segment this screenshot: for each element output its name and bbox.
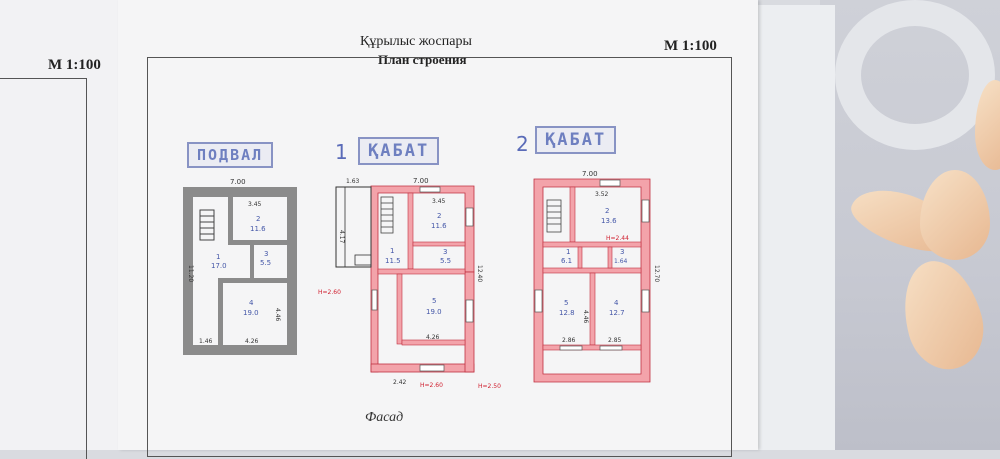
floor2-dim: 4.46 bbox=[582, 310, 589, 324]
floor2-room-area: 12.8 bbox=[559, 309, 575, 317]
floor2-dim: 2.86 bbox=[562, 337, 576, 344]
floor2-height-mark: Н=2.44 bbox=[606, 235, 629, 242]
floor2-number: 2 bbox=[516, 132, 529, 156]
left-sheet-frame bbox=[0, 78, 87, 459]
floor1-plan: 7.00 1.63 3.45 4.17 12.40 4.26 2.42 1 11… bbox=[318, 177, 501, 390]
scale-label-right: M 1:100 bbox=[664, 38, 717, 54]
basement-dim: 3.45 bbox=[248, 201, 262, 208]
floor2-dim: 7.00 bbox=[582, 170, 598, 178]
basement-room-num: 4 bbox=[249, 299, 254, 307]
main-sheet bbox=[118, 0, 758, 450]
floor1-dim: 12.40 bbox=[476, 265, 483, 282]
floor1-dim: 2.42 bbox=[393, 379, 407, 386]
title-ru: План строения bbox=[378, 52, 467, 67]
floor1-room-area: 11.5 bbox=[385, 257, 401, 265]
basement-room-num: 2 bbox=[256, 215, 260, 223]
floor1-number: 1 bbox=[335, 140, 348, 164]
floor2-room-area: 6.1 bbox=[561, 257, 572, 265]
basement-room-area: 17.0 bbox=[211, 262, 227, 270]
floor1-dim: 4.17 bbox=[338, 230, 345, 244]
floor2-room-area: 13.6 bbox=[601, 217, 617, 225]
floor2-room-area: 12.7 bbox=[609, 309, 625, 317]
floor2-dim: 12.70 bbox=[653, 265, 660, 282]
floor2-dim: 3.52 bbox=[595, 191, 609, 198]
floor1-dim: 4.26 bbox=[426, 334, 440, 341]
floor1-room-area: 11.6 bbox=[431, 222, 447, 230]
floor1-dim: 1.63 bbox=[346, 178, 360, 185]
floor1-dim: 3.45 bbox=[432, 198, 446, 205]
basement-dim: 4.26 bbox=[245, 338, 259, 345]
scale-label-left: M 1:100 bbox=[48, 57, 101, 73]
title-kz: Құрылыс жоспары bbox=[360, 34, 472, 49]
basement-room-area: 19.0 bbox=[243, 309, 259, 317]
basement-room-area: 5.5 bbox=[260, 259, 271, 267]
floor1-height-mark: Н=2.60 bbox=[420, 382, 443, 389]
stamp-floor1: ҚАБАТ bbox=[358, 137, 440, 165]
floor2-room-num: 4 bbox=[614, 299, 619, 307]
floor2-room-num: 3 bbox=[620, 248, 624, 256]
stamp-basement: ПОДВАЛ bbox=[187, 142, 274, 168]
floor1-room-num: 1 bbox=[390, 247, 394, 255]
basement-dim: 4.46 bbox=[274, 308, 281, 322]
basement-room-area: 11.6 bbox=[250, 225, 266, 233]
floor1-room-num: 2 bbox=[437, 212, 441, 220]
stamp-floor2: ҚАБАТ bbox=[535, 126, 617, 154]
floor2-room-num: 2 bbox=[605, 207, 609, 215]
floor1-dim: 7.00 bbox=[413, 177, 429, 185]
floor1-room-num: 5 bbox=[432, 297, 436, 305]
floor2-room-area: 1.64 bbox=[614, 258, 628, 265]
floor2-room-num: 1 bbox=[566, 248, 570, 256]
floor1-room-area: 19.0 bbox=[426, 308, 442, 316]
left-sheet bbox=[0, 0, 125, 459]
basement-dim: 11.20 bbox=[187, 265, 194, 282]
basement-dim: 1.46 bbox=[199, 338, 213, 345]
floor2-plan: 7.00 3.52 12.70 2.86 2.85 4.46 2 13.6 1 … bbox=[533, 170, 660, 383]
floor2-room-num: 5 bbox=[564, 299, 568, 307]
basement-dim: 7.00 bbox=[230, 178, 246, 186]
basement-room-num: 3 bbox=[264, 250, 268, 258]
basement-plan: 7.00 3.45 11.20 4.46 4.26 1.46 2 11.6 1 … bbox=[183, 178, 297, 355]
basement-room-num: 1 bbox=[216, 253, 220, 261]
floor1-room-num: 3 bbox=[443, 248, 447, 256]
floor2-dim: 2.85 bbox=[608, 337, 622, 344]
flower-petal bbox=[920, 170, 990, 260]
floor1-height-mark: Н=2.60 bbox=[318, 289, 341, 296]
floor1-height-mark: Н=2.50 bbox=[478, 383, 501, 390]
floor1-room-area: 5.5 bbox=[440, 257, 451, 265]
facade-label: Фасад bbox=[365, 410, 404, 425]
